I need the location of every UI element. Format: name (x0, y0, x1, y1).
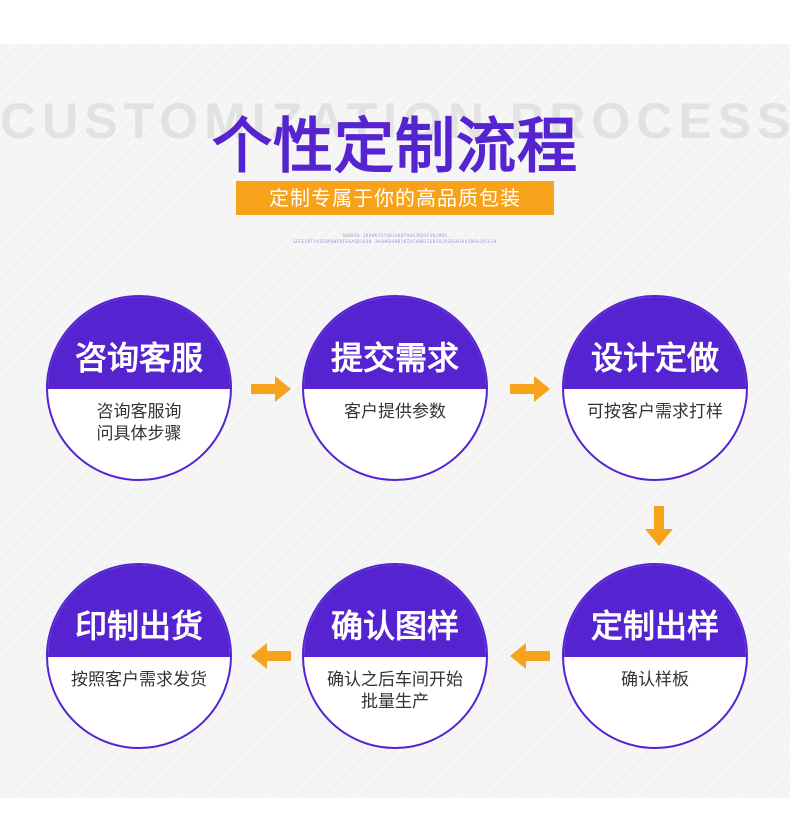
step-design: 设计定做 可按客户需求打样 (562, 295, 748, 481)
step-description: 确认样板 (621, 670, 689, 690)
subtitle-banner: 定制专属于你的高品质包装 (236, 181, 554, 215)
step-title: 定制出样 (564, 565, 746, 657)
step-sample: 定制出样 确认样板 (562, 563, 748, 749)
step-print-ship: 印制出货 按照客户需求发货 (46, 563, 232, 749)
step-title: 确认图样 (304, 565, 486, 657)
arrow-left-icon (510, 643, 550, 669)
step-description: 咨询客服询问具体步骤 (96, 402, 182, 444)
step-title: 咨询客服 (48, 297, 230, 389)
decorative-tiny-text: SGFEGRTYUIERPQWEDFGSASDJHJH JKGHKDVHBJKZ… (293, 239, 497, 244)
step-description: 按照客户需求发货 (71, 670, 207, 690)
arrow-down-icon (645, 506, 673, 546)
step-consult: 咨询客服 咨询客服询问具体步骤 (46, 295, 232, 481)
step-description: 客户提供参数 (344, 402, 446, 422)
step-title: 提交需求 (304, 297, 486, 389)
arrow-left-icon (251, 643, 291, 669)
arrow-right-icon (510, 376, 550, 402)
step-description: 可按客户需求打样 (587, 402, 723, 422)
watermark-text: CUSTOMIZATION PROCESS (0, 93, 790, 149)
arrow-right-icon (251, 376, 291, 402)
page-title: 个性定制流程 (212, 112, 578, 182)
step-description: 确认之后车间开始批量生产 (327, 670, 463, 712)
step-title: 设计定做 (564, 297, 746, 389)
step-submit: 提交需求 客户提供参数 (302, 295, 488, 481)
step-title: 印制出货 (48, 565, 230, 657)
decorative-tiny-text: SDGKSD JKHDKJSFGHJAKDFHSKJRDSFGKJHDA (342, 233, 448, 238)
step-confirm-design: 确认图样 确认之后车间开始批量生产 (302, 563, 488, 749)
